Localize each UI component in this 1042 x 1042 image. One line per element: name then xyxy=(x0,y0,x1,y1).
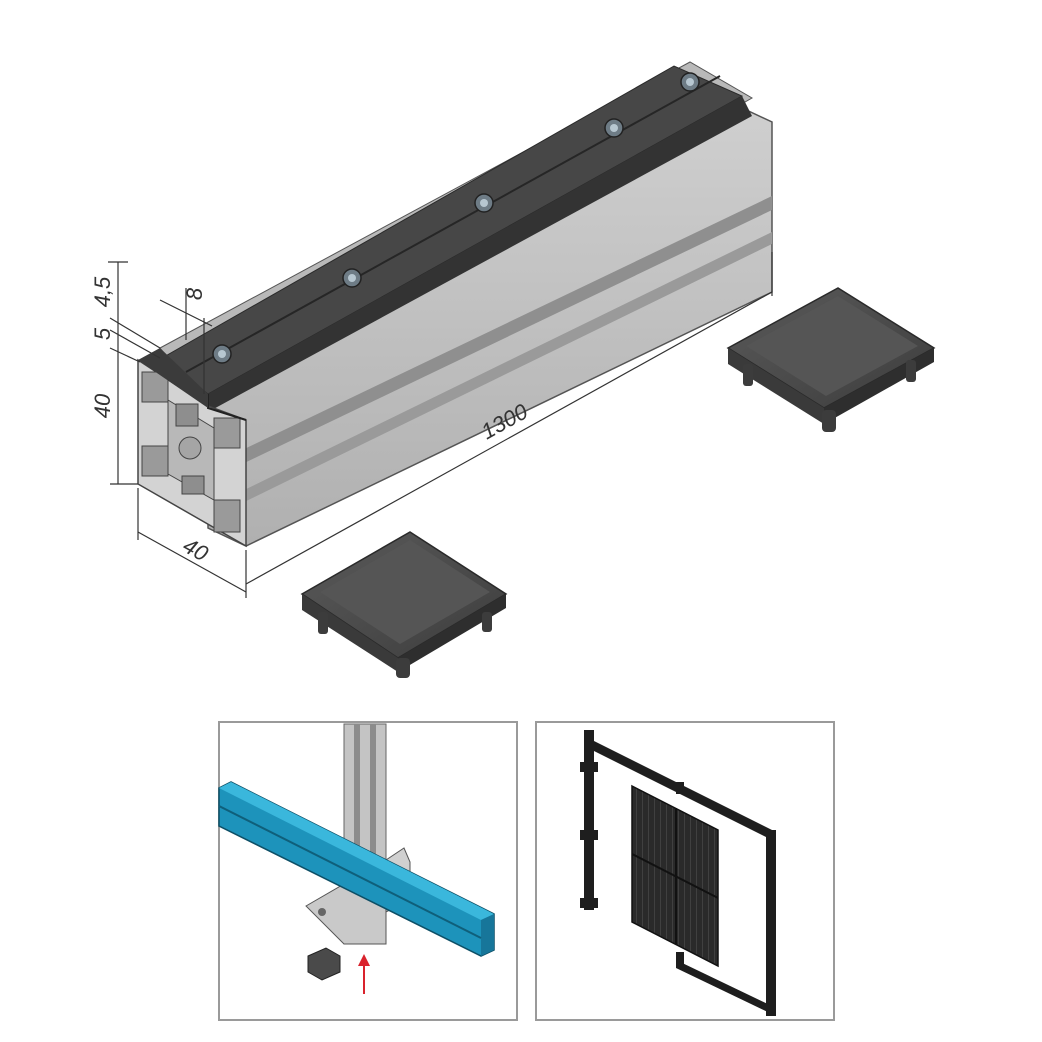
profile-upper-slot xyxy=(238,196,772,466)
screw-icon xyxy=(604,118,624,138)
screw-icon xyxy=(342,268,362,288)
detail-panel-mounting xyxy=(218,721,518,1021)
dim-slot-depth: 4,5 xyxy=(90,276,115,307)
dim-height: 40 xyxy=(90,393,115,418)
dim-step: 5 xyxy=(90,327,115,340)
end-cap-right xyxy=(726,287,936,432)
cover-strip-ridge xyxy=(185,75,721,373)
arrow-up-icon xyxy=(358,954,370,994)
dimension-lines xyxy=(108,252,773,598)
screw-icon xyxy=(680,72,700,92)
profile-lower-slot xyxy=(236,232,772,506)
aluminium-profile xyxy=(137,61,773,548)
detail-panel-door xyxy=(535,721,835,1021)
dim-width: 40 xyxy=(179,533,213,567)
screw-icon xyxy=(212,344,232,364)
profile-end-face xyxy=(137,348,247,548)
dim-slot-width: 8 xyxy=(182,287,207,300)
end-cap-bottom xyxy=(300,531,508,678)
cover-strip-side xyxy=(208,96,752,412)
screw-icon xyxy=(474,193,494,213)
